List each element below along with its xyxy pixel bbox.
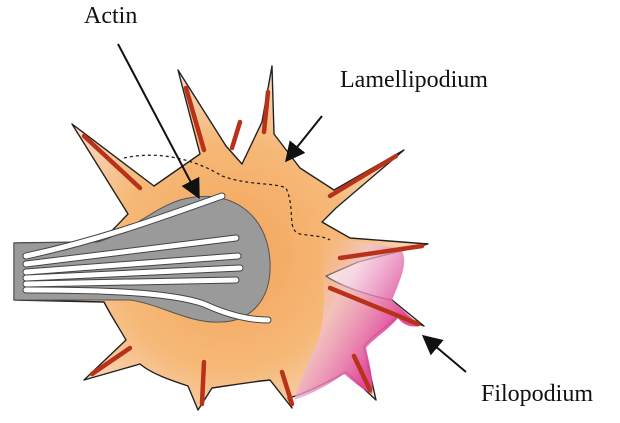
filopodium-label: Filopodium <box>481 382 593 406</box>
lamellipodium-arrow <box>290 116 322 156</box>
lamellipodium-label: Lamellipodium <box>340 68 488 92</box>
filopodium-arrow <box>428 340 466 372</box>
actin-label: Actin <box>84 4 137 28</box>
